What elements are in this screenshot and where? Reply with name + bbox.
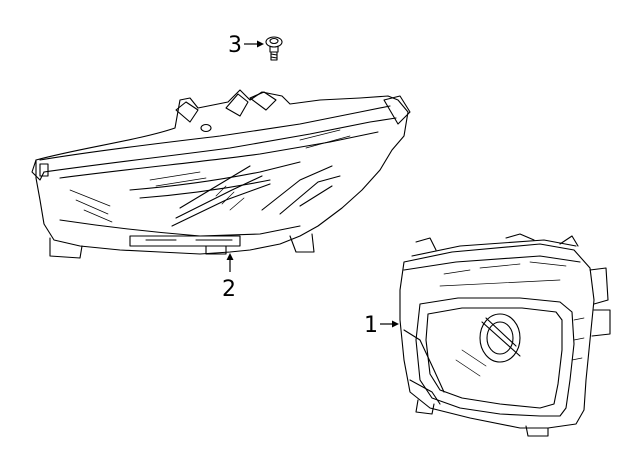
headlamp-assembly-part <box>31 89 411 259</box>
callout-3: 3 <box>228 33 264 58</box>
callout-2-label: 2 <box>222 277 236 302</box>
callout-1: 1 <box>364 313 399 338</box>
callout-3-arrow-icon <box>257 40 264 48</box>
callout-2: 2 <box>222 253 236 302</box>
callout-3-label: 3 <box>228 33 242 58</box>
headlamp-detail-lines <box>69 129 351 223</box>
fog-lamp-part <box>399 233 611 437</box>
screw-part <box>265 36 283 61</box>
fog-lamp-detail-lines <box>439 261 585 377</box>
callout-1-arrow-icon <box>392 320 399 328</box>
callout-1-label: 1 <box>364 313 378 338</box>
callout-2-arrow-icon <box>226 253 234 260</box>
